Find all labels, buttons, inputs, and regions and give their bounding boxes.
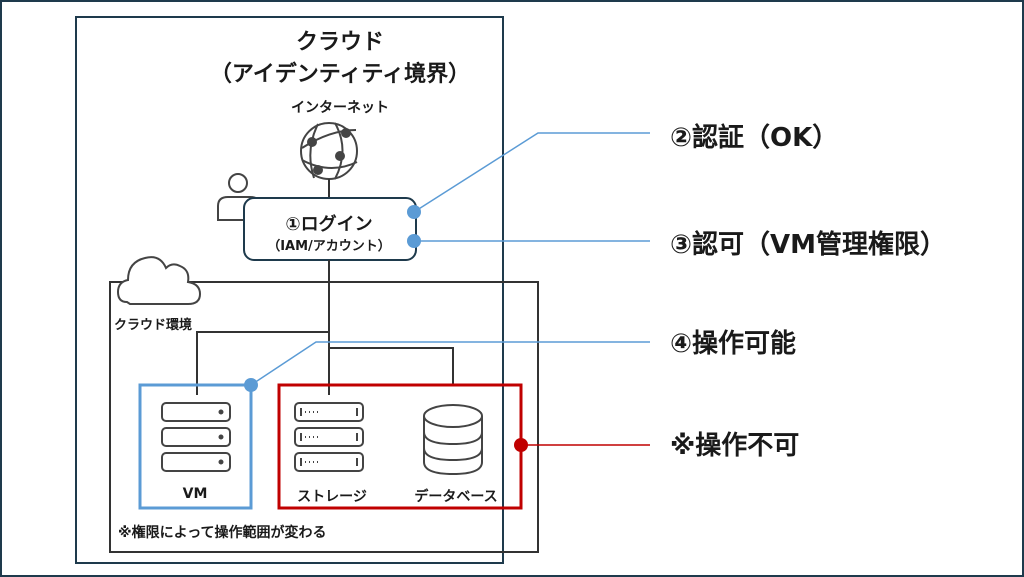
server-icon <box>161 402 231 472</box>
storage-icon <box>294 402 364 472</box>
callout-authentication: ②認証（OK） <box>670 123 839 153</box>
boundary-subtitle: （アイデンティティ境界） <box>209 62 471 87</box>
cloud-environment-label: クラウド環境 <box>114 318 193 333</box>
cloud-environment-box <box>109 281 539 553</box>
database-icon <box>423 404 483 476</box>
boundary-title: クラウド <box>295 30 384 55</box>
callout-not-operable: ※操作不可 <box>670 431 800 461</box>
login-title: ①ログイン <box>285 214 373 235</box>
storage-label: ストレージ <box>297 489 367 505</box>
callout-authorization: ③認可（VM管理権限） <box>670 230 947 260</box>
login-subtitle: （IAM/アカウント） <box>267 239 391 254</box>
vm-box[interactable] <box>138 383 253 510</box>
callout-line-auth <box>413 132 650 213</box>
globe-network-icon <box>300 122 358 180</box>
vm-label: VM <box>182 486 208 502</box>
permission-note: ※権限によって操作範囲が変わる <box>118 525 327 541</box>
internet-label: インターネット <box>291 100 389 116</box>
cloud-icon <box>116 256 202 305</box>
identity-boundary-box <box>75 16 504 564</box>
database-label: データベース <box>414 489 498 505</box>
callout-line-operable <box>250 341 650 386</box>
callout-operable: ④操作可能 <box>670 329 797 359</box>
